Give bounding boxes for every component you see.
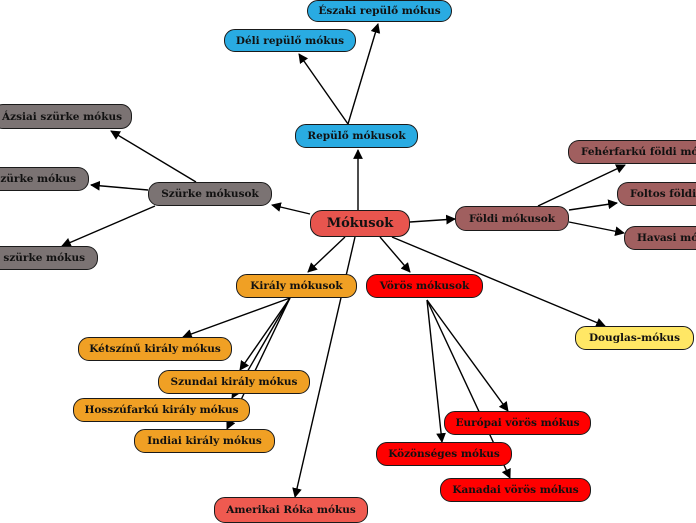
northern-flying-squirrel-node[interactable]: Északi repülő mókus — [307, 0, 452, 22]
gray-squirrel-node[interactable]: szürke mókus — [0, 167, 89, 191]
gray-squirrels-node[interactable]: Szürke mókusok — [148, 182, 272, 206]
gray-squirrel-node-lower[interactable]: i szürke mókus — [0, 246, 98, 270]
connector-arrow — [568, 199, 618, 211]
connector-arrow — [426, 299, 446, 443]
connector-arrow — [426, 299, 509, 412]
flying-squirrels-node[interactable]: Repülő mókusok — [295, 124, 418, 148]
connector-arrow — [90, 180, 149, 191]
alpine-squirrel-node[interactable]: Havasi mó — [624, 226, 696, 250]
connector-arrow — [347, 23, 381, 125]
connector-arrow — [391, 236, 606, 328]
spotted-ground-squirrel-node[interactable]: Foltos földi — [617, 182, 696, 206]
american-fox-squirrel-node[interactable]: Amerikai Róka mókus — [214, 497, 368, 523]
bicolor-king-squirrel-node[interactable]: Kétszínű király mókus — [78, 337, 232, 361]
connector-arrow — [307, 236, 346, 273]
sunda-king-squirrel-node[interactable]: Szundai király mókus — [158, 370, 310, 394]
white-tailed-ground-squirrel-node[interactable]: Fehérfarkú földi mók — [568, 140, 696, 164]
asian-gray-squirrel-node[interactable]: Ázsiai szürke mókus — [0, 104, 132, 129]
connector-arrow — [568, 221, 625, 237]
canadian-red-squirrel-node[interactable]: Kanadai vörös mókus — [440, 478, 591, 502]
connector-arrow — [61, 205, 156, 248]
indian-king-squirrel-node[interactable]: Indiai király mókus — [134, 429, 275, 453]
european-red-squirrel-node[interactable]: Európai vörös mókus — [444, 411, 591, 435]
connector-arrow — [409, 214, 456, 225]
southern-flying-squirrel-node[interactable]: Déli repülő mókus — [224, 29, 356, 52]
common-squirrel-node[interactable]: Közönséges mókus — [376, 442, 512, 466]
connector-arrow — [379, 236, 411, 273]
connector-arrow — [271, 202, 311, 215]
king-squirrels-node[interactable]: Király mókusok — [236, 274, 357, 298]
connector-arrow — [537, 164, 626, 207]
long-tailed-king-squirrel-node[interactable]: Hosszúfarkú király mókus — [73, 398, 250, 422]
central-node[interactable]: Mókusok — [310, 210, 410, 237]
connector-arrow — [239, 297, 291, 371]
connector-arrow — [182, 297, 291, 339]
connector-arrow — [110, 130, 197, 183]
connector-arrow — [298, 53, 349, 125]
douglas-squirrel-node[interactable]: Douglas-mókus — [575, 326, 694, 350]
ground-squirrels-node[interactable]: Földi mókusok — [455, 206, 569, 231]
red-squirrels-node[interactable]: Vörös mókusok — [366, 274, 483, 298]
